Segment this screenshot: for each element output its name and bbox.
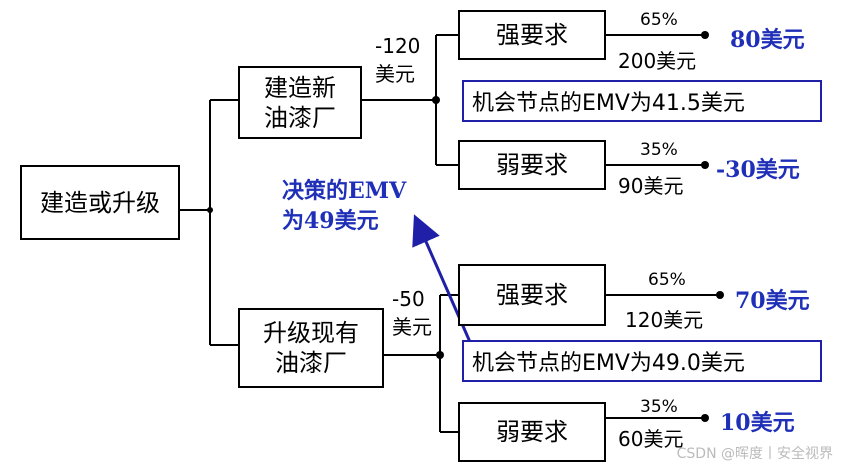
payoff-value: 70美元 — [735, 288, 810, 314]
decision-emv-label: 决策的EMV 为49美元 — [282, 178, 407, 234]
probability-label: 65% — [640, 10, 678, 30]
end-node — [701, 31, 709, 39]
outcome-value-label: 60美元 — [618, 427, 684, 451]
root-decision-box: 建造或升级 — [20, 165, 180, 240]
node-dot — [207, 207, 213, 213]
probability-label: 35% — [640, 140, 678, 160]
payoff-value: 80美元 — [730, 27, 805, 53]
outcome-value-label: 120美元 — [625, 308, 704, 332]
end-node — [701, 414, 709, 422]
cost-label: -50 美元 — [392, 287, 432, 339]
chance-node — [436, 351, 444, 359]
cost-label: -120 美元 — [375, 34, 421, 86]
chance-emv-box: 机会节点的EMV为41.5美元 — [462, 80, 822, 122]
outcome-strong-box: 强要求 — [458, 264, 606, 326]
payoff-value: -30美元 — [716, 157, 800, 183]
option-build-new: 建造新 油漆厂 — [238, 66, 362, 139]
outcome-strong-box: 强要求 — [458, 10, 606, 60]
probability-label: 65% — [648, 270, 686, 290]
option-upgrade: 升级现有 油漆厂 — [238, 308, 384, 388]
outcome-weak-box: 弱要求 — [458, 402, 606, 462]
payoff-value: 10美元 — [720, 410, 795, 436]
chance-emv-box: 机会节点的EMV为49.0美元 — [462, 340, 822, 382]
outcome-value-label: 200美元 — [618, 49, 697, 73]
end-node — [701, 161, 709, 169]
outcome-weak-box: 弱要求 — [458, 140, 606, 190]
chance-node — [432, 96, 440, 104]
probability-label: 35% — [640, 397, 678, 417]
watermark: CSDN @晖度丨安全视界 — [676, 446, 833, 462]
end-node — [716, 291, 724, 299]
outcome-value-label: 90美元 — [618, 174, 684, 198]
